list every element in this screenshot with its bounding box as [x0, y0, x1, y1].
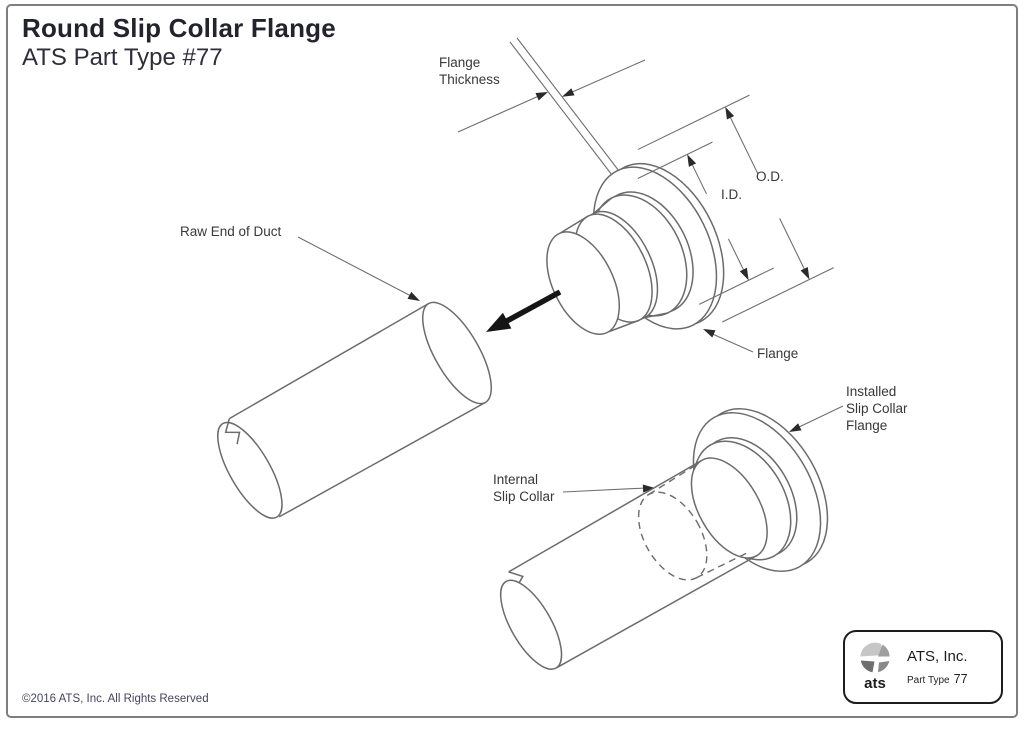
flange-thickness-label-line2: Thickness: [439, 72, 500, 87]
installed-assembly: [499, 408, 829, 670]
raw-end-leader: [297, 236, 420, 301]
id-dimension: [637, 141, 775, 305]
installed-flange-label-line2: Slip Collar: [846, 401, 908, 416]
internal-slip-collar-hidden: [637, 462, 751, 581]
title-block: Round Slip Collar Flange ATS Part Type #…: [22, 13, 336, 72]
raw-duct-open-end: [421, 301, 493, 405]
flange-leader: [703, 329, 754, 353]
installed-flange-label-line3: Flange: [846, 418, 887, 433]
installed-duct-broken-end: [499, 579, 563, 670]
internal-collar-leader: [562, 484, 655, 493]
flange-thickness-dimension: [457, 37, 646, 176]
internal-collar-label-line1: Internal: [493, 472, 538, 487]
assembly-direction-arrow: [486, 289, 562, 332]
ats-logo-text: ats: [864, 675, 886, 692]
installed-flange-leader: [789, 405, 844, 432]
slip-collar-flange: [546, 94, 834, 335]
installed-flange-label-line1: Installed: [846, 384, 896, 399]
od-label: O.D.: [756, 169, 784, 184]
od-dimension: [637, 94, 834, 323]
part-type-label: Part Type: [907, 675, 950, 686]
flange-thickness-label-line1: Flange: [439, 55, 480, 70]
raw-duct-broken-end: [217, 421, 283, 519]
copyright-text: ©2016 ATS, Inc. All Rights Reserved: [22, 693, 209, 705]
raw-duct-break-notch: [224, 418, 241, 445]
flange-label: Flange: [757, 346, 798, 361]
part-type-value: 77: [953, 672, 968, 686]
company-name: ATS, Inc.: [907, 648, 968, 665]
ats-logo-icon: [860, 642, 890, 673]
internal-collar-label-line2: Slip Collar: [493, 489, 555, 504]
page-title: Round Slip Collar Flange: [22, 13, 336, 43]
raw-end-of-duct-label: Raw End of Duct: [180, 224, 282, 239]
page-subtitle: ATS Part Type #77: [22, 44, 223, 72]
id-label: I.D.: [721, 187, 742, 202]
raw-duct: [217, 301, 493, 519]
